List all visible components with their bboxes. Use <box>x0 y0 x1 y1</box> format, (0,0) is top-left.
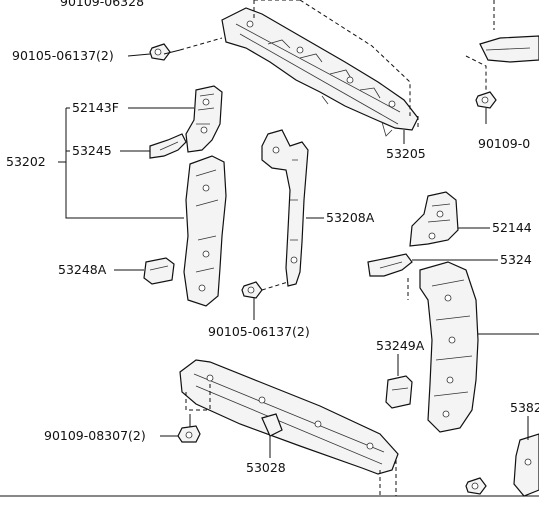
lower-right-bracket <box>513 433 539 497</box>
label-90109-right: 90109-0 <box>478 136 530 151</box>
bolt-icon <box>149 43 181 61</box>
upper-right-bracket <box>479 35 539 63</box>
bracket-5324x <box>367 253 413 277</box>
label-53249A: 53249A <box>376 338 425 353</box>
label-53208A: 53208A <box>326 210 375 225</box>
label-53245: 53245 <box>72 143 112 158</box>
bolt-bottom-right-icon <box>465 477 487 495</box>
support-pillar-right <box>419 261 479 433</box>
label-53248A: 53248A <box>58 262 107 277</box>
bolt-mid-icon <box>241 281 263 320</box>
label-bolt-mid: 90105-06137(2) <box>208 324 310 339</box>
bracket-52144 <box>409 191 459 247</box>
center-brace-53208A <box>261 129 309 287</box>
bolt-right-icon <box>475 91 497 124</box>
spacer-53249A <box>385 375 413 409</box>
label-53202: 53202 <box>6 154 46 169</box>
label-52144: 52144 <box>492 220 532 235</box>
label-90109-08307: 90109-08307(2) <box>44 428 146 443</box>
label-52143F: 52143F <box>72 100 119 115</box>
label-5324-right: 5324 <box>500 252 532 267</box>
label-53028: 53028 <box>246 460 286 475</box>
spacer-53248A <box>143 257 175 285</box>
lower-crossmember-53028 <box>179 359 399 475</box>
bolt-bottom-left-icon <box>177 414 201 443</box>
support-pillar-53202 <box>183 155 227 307</box>
label-90109-06328: 90109-06328 <box>60 0 144 9</box>
label-bolt-top: 90105-06137(2) <box>12 48 114 63</box>
bracket-52143F <box>185 85 223 153</box>
label-5382: 5382 <box>510 400 539 415</box>
label-53205: 53205 <box>386 146 426 161</box>
bracket-53245 <box>149 133 187 159</box>
cowl-panel-53205 <box>221 7 419 137</box>
